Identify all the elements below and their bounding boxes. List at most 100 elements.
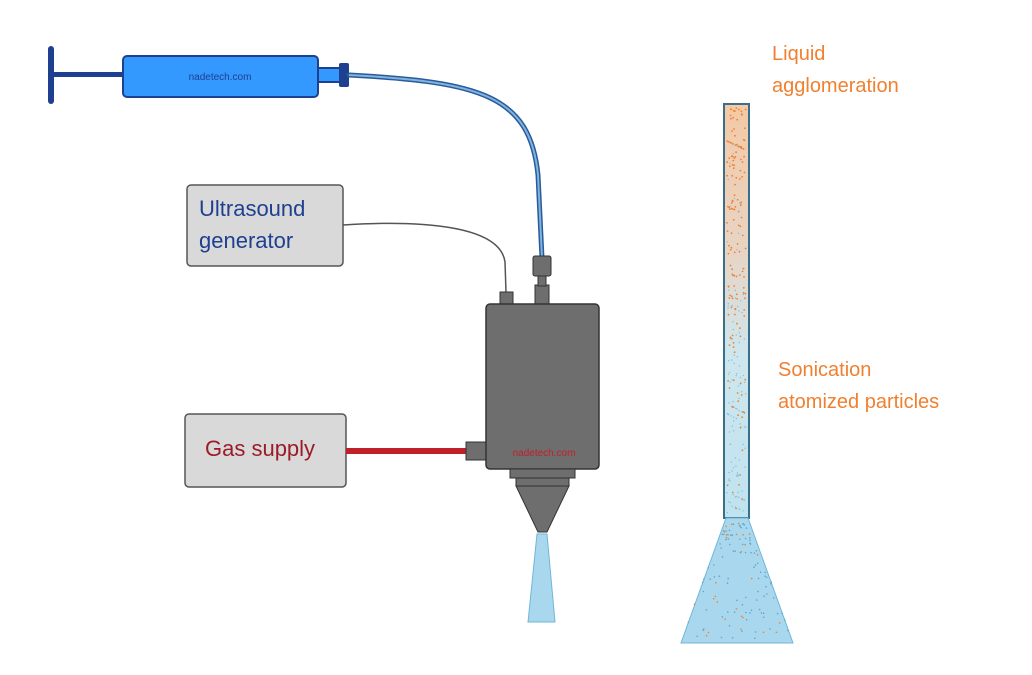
particle-dot: [732, 218, 735, 221]
particle-dot: [735, 407, 737, 409]
particle-dot: [738, 232, 740, 235]
particle-dot: [738, 211, 740, 213]
particle-dot: [739, 204, 742, 207]
particle-dot: [734, 496, 737, 498]
particle-dot: [726, 222, 728, 224]
spray-dot: [731, 523, 733, 525]
particle-dot: [735, 144, 738, 147]
spray-dot: [754, 631, 757, 633]
particle-dot: [735, 375, 737, 377]
particle-dot: [726, 412, 729, 415]
particle-dot: [744, 292, 747, 295]
particle-dot: [738, 250, 741, 253]
spray-dot: [702, 629, 704, 631]
particle-dot: [739, 335, 742, 338]
particle-dot: [741, 161, 744, 164]
particle-dot: [731, 199, 734, 202]
spray-dot: [731, 534, 734, 536]
particle-dot: [739, 474, 741, 476]
particle-dot: [728, 479, 730, 481]
particle-dot: [738, 341, 740, 344]
spray-dot: [707, 631, 710, 634]
particle-dot: [735, 334, 737, 336]
particle-dot: [732, 328, 734, 331]
particle-dot: [732, 167, 735, 170]
particle-dot: [737, 108, 740, 111]
particle-dot: [736, 298, 739, 300]
syringe-plunger-handle: [48, 46, 54, 104]
spray-dot: [703, 578, 705, 580]
particle-dot: [742, 291, 745, 294]
particle-dot: [743, 338, 746, 340]
particle-dot: [732, 208, 734, 211]
particle-dot: [727, 302, 729, 305]
particle-dot: [736, 474, 738, 476]
particle-dot: [732, 406, 735, 409]
particle-dot: [732, 116, 734, 119]
particle-dot: [730, 117, 732, 120]
particle-dot: [734, 134, 736, 137]
spray-dot: [750, 552, 752, 554]
particle-dot: [727, 252, 730, 255]
spray-dot: [764, 571, 766, 574]
spray-dot: [755, 549, 758, 552]
particle-dot: [728, 387, 731, 389]
particle-dot: [731, 338, 734, 340]
particle-dot: [729, 480, 731, 482]
particle-dot: [732, 467, 735, 469]
spray-dot: [729, 543, 731, 546]
particle-dot: [727, 360, 730, 362]
particle-column: [680, 103, 794, 644]
particle-dot: [731, 334, 734, 337]
particle-dot: [739, 169, 742, 172]
spray-dot: [739, 538, 741, 541]
spray-dot: [770, 581, 773, 583]
particle-dot: [736, 408, 738, 410]
spray-dot: [745, 596, 747, 599]
spray-dot: [719, 543, 721, 545]
spray-dot: [733, 611, 736, 613]
spray-dot: [728, 624, 731, 627]
spray-dot: [770, 582, 772, 585]
particle-dot: [739, 382, 742, 385]
particle-dot: [732, 494, 734, 496]
particle-dot: [727, 380, 729, 382]
particle-dot: [730, 295, 733, 298]
particle-dot: [736, 356, 738, 358]
spray-dot: [731, 637, 734, 639]
spray-dot: [769, 628, 771, 630]
particle-dot: [735, 465, 737, 467]
particle-dot: [744, 297, 746, 300]
particle-dot: [727, 305, 729, 307]
particle-dot: [727, 307, 729, 309]
spray-dot: [740, 628, 742, 630]
particle-dot: [736, 118, 739, 121]
particle-dot: [738, 145, 740, 148]
spray-dot: [732, 550, 735, 552]
particle-dot: [744, 381, 746, 383]
spray-dot: [756, 554, 759, 556]
particle-dot: [728, 206, 731, 209]
particle-dot: [741, 498, 744, 501]
spray-dot: [759, 571, 762, 573]
particle-dot: [731, 268, 733, 271]
particle-dot: [731, 130, 733, 132]
particle-dot: [729, 114, 732, 117]
particle-dot: [740, 391, 743, 393]
spray-dot: [687, 621, 690, 624]
particle-dot: [730, 232, 733, 235]
particle-dot: [743, 309, 746, 311]
spray-dot: [742, 616, 744, 619]
spray-dot: [702, 590, 705, 593]
spray-dot: [776, 612, 779, 615]
particle-dot: [726, 241, 729, 243]
particle-dot: [733, 285, 736, 287]
particle-dot: [737, 400, 740, 403]
spray-dot: [741, 630, 743, 632]
particle-dot: [736, 475, 738, 478]
sonication-label-line1: Sonication: [778, 359, 871, 381]
spray-plume: [527, 533, 556, 623]
spray-dot: [727, 611, 729, 613]
spray-dot: [750, 577, 753, 580]
spray-dot: [749, 612, 751, 614]
